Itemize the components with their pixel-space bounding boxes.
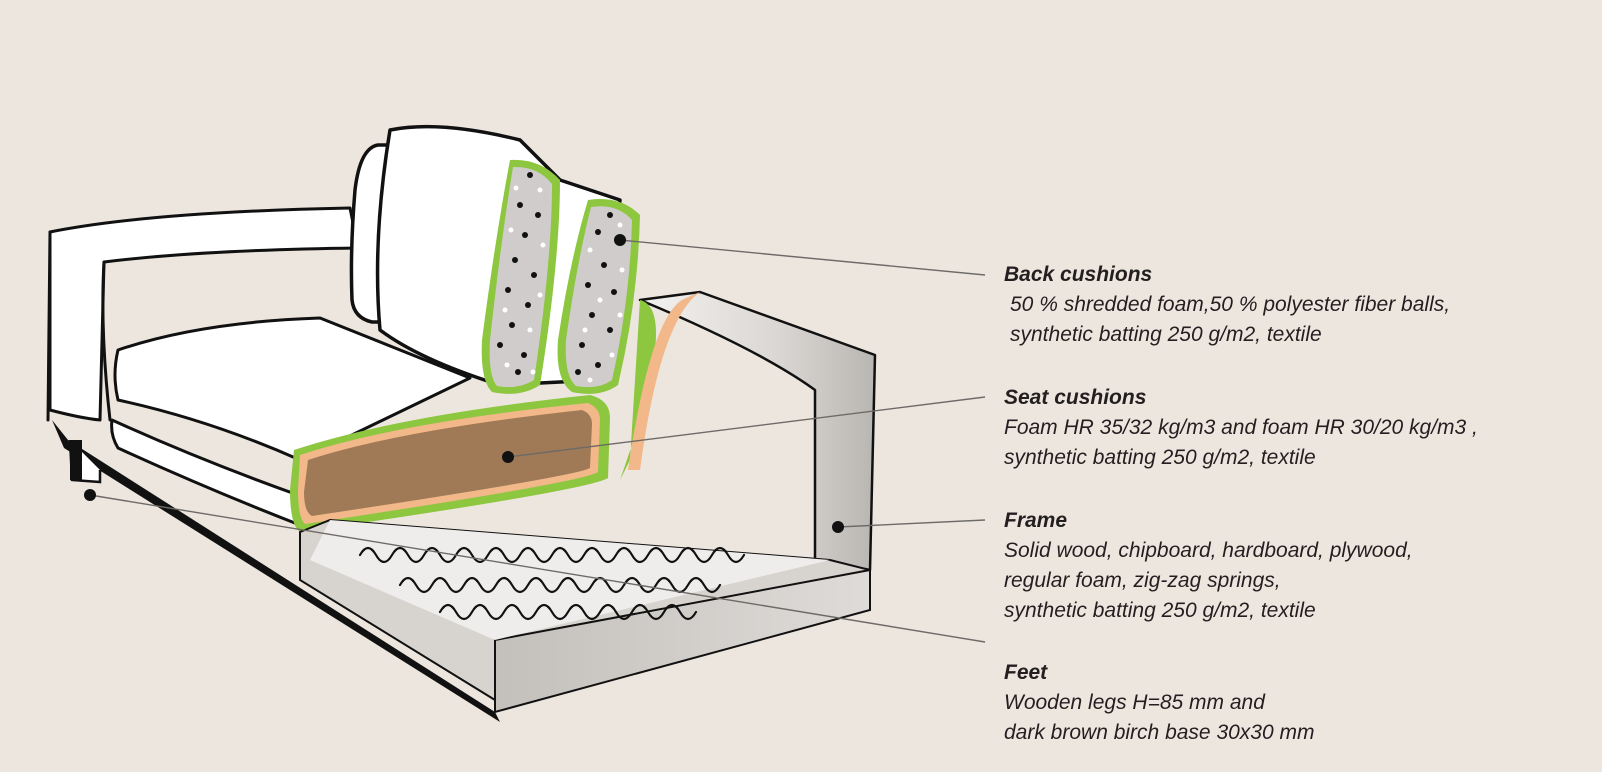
sofa-body-outline (46, 206, 360, 422)
label-line: synthetic batting 250 g/m2, textile (1004, 599, 1316, 622)
zigzag-springs (358, 546, 746, 621)
marker-dots (84, 234, 844, 533)
label-back-cushions: Back cushions 50 % shredded foam,50 % po… (1004, 260, 1450, 350)
label-feet: Feet Wooden legs H=85 mm and dark brown … (1004, 658, 1314, 748)
label-title: Seat cushions (1004, 386, 1147, 409)
leader-frame (837, 519, 986, 528)
label-title: Frame (1004, 509, 1068, 532)
sofa-base-rail (52, 420, 500, 722)
label-line: regular foam, zig-zag springs, (1004, 569, 1281, 592)
seat-cushion-section (290, 395, 610, 532)
leader-lines (89, 239, 986, 643)
marker-seat-cushions (502, 451, 514, 463)
label-line: Foam HR 35/32 kg/m3 and foam HR 30/20 kg… (1004, 416, 1478, 439)
label-line: synthetic batting 250 g/m2, textile (1004, 446, 1316, 469)
label-seat-cushions: Seat cushions Foam HR 35/32 kg/m3 and fo… (1004, 383, 1478, 473)
label-line: synthetic batting 250 g/m2, textile (1010, 323, 1322, 346)
marker-feet (84, 489, 96, 501)
leader-feet (89, 494, 986, 643)
marker-frame (832, 521, 844, 533)
label-line: Solid wood, chipboard, hardboard, plywoo… (1004, 539, 1413, 562)
label-frame: Frame Solid wood, chipboard, hardboard, … (1004, 506, 1413, 626)
back-cushion-section-left (481, 159, 560, 394)
label-title: Back cushions (1004, 263, 1153, 286)
marker-back-cushions (614, 234, 626, 246)
leader-back-cushions (619, 239, 986, 276)
back-cushion-section-right (557, 199, 640, 394)
seat-cushion-white (110, 316, 472, 527)
leader-seat-cushions (507, 396, 986, 458)
label-line: Wooden legs H=85 mm and (1004, 691, 1265, 714)
label-title: Feet (1004, 661, 1048, 684)
label-line: 50 % shredded foam,50 % polyester fiber … (1010, 293, 1451, 316)
label-line: dark brown birch base 30x30 mm (1004, 721, 1315, 744)
